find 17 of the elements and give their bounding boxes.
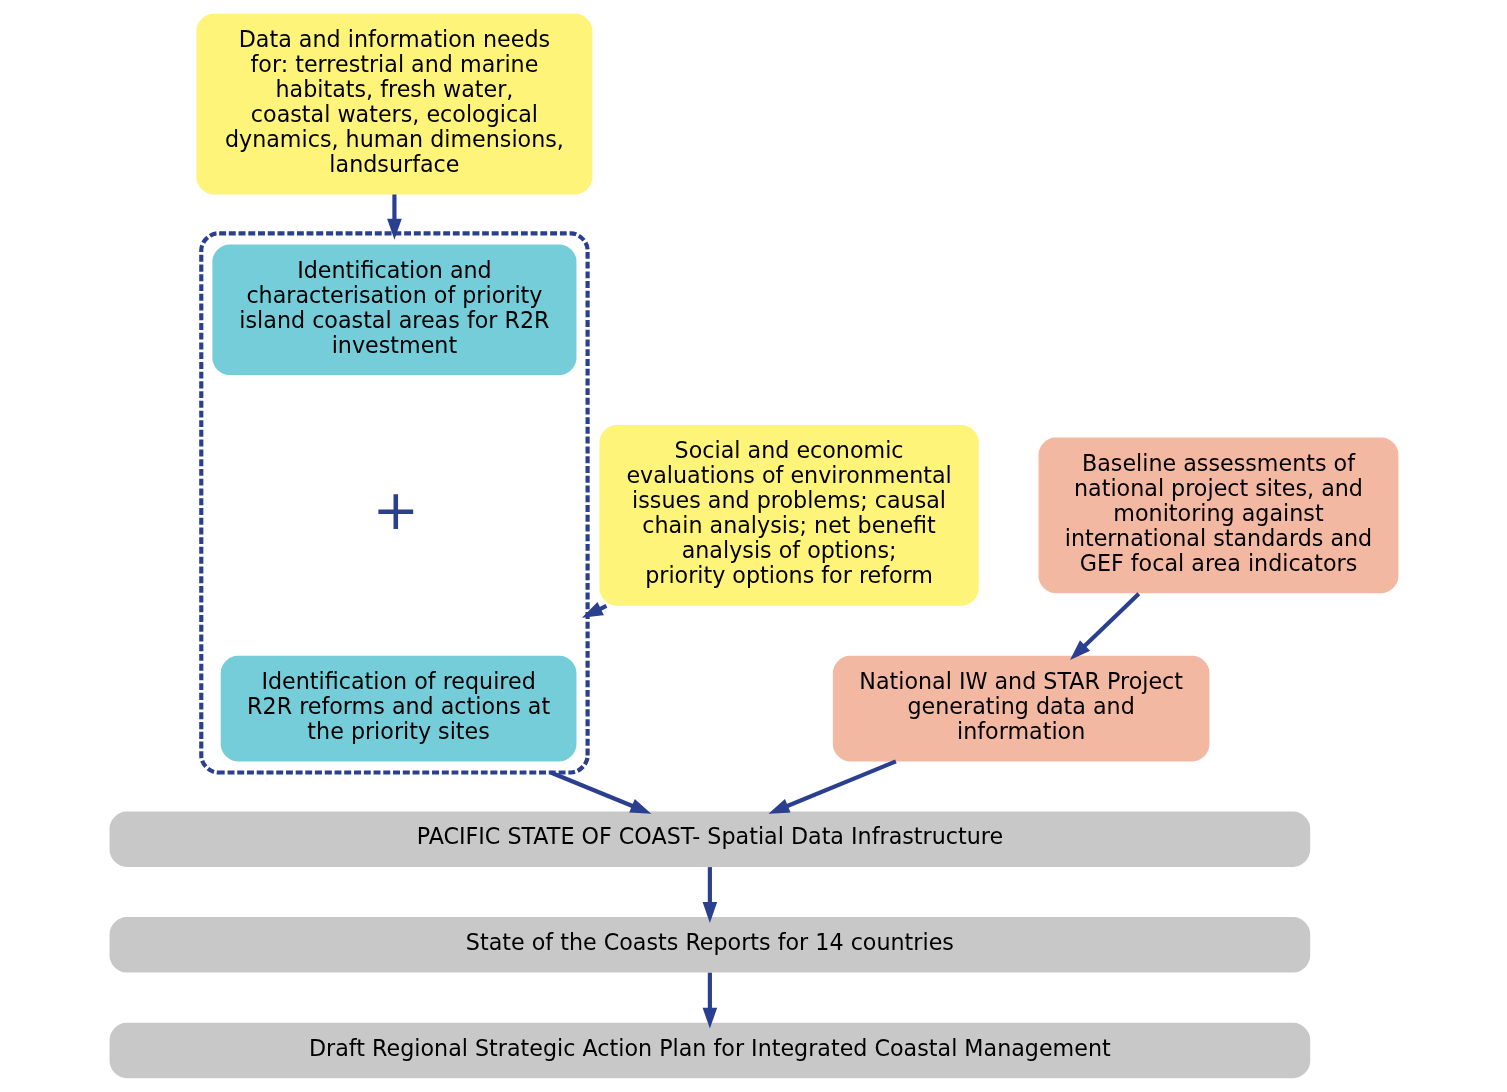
node-box: Identification of required R2R reforms and actions at the priority sites [220, 655, 576, 762]
arrow [702, 972, 717, 1029]
arrow [386, 194, 402, 240]
arrow [767, 759, 897, 814]
node-box: State of the Coasts Reports for 14 countries [109, 917, 1310, 973]
node-box: Baseline assessments of national project sites, and monitoring against international standards and GEF focal area indicators [1038, 437, 1398, 594]
arrow [1069, 592, 1140, 661]
cluster [198, 231, 590, 775]
node-box: PACIFIC STATE OF COAST- Spatial Data Infrastructure [109, 811, 1310, 867]
node-box: National IW and STAR Project generating data and information [832, 655, 1209, 762]
node-box: Data and information needs for: terrestrial and marine habitats, fresh water, coastal waters, ecological dynamics, human dimensions, landsurface [195, 13, 592, 195]
arrow [549, 770, 651, 814]
label: + [372, 477, 419, 543]
arrow [702, 867, 717, 923]
node-box: Draft Regional Strategic Action Plan for Integrated Coastal Management [109, 1022, 1310, 1079]
node-box: Identification and characterisation of priority island coastal areas for R2R investment [211, 244, 576, 376]
node-box: Social and economic evaluations of environmental issues and problems; causal chain analysis; net benefit analysis of options; priority options for reform [598, 425, 979, 606]
